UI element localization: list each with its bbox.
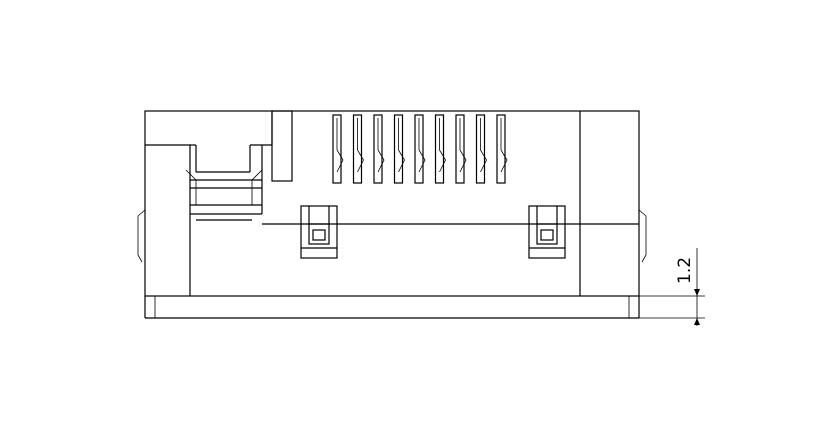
pin-slot: [393, 114, 405, 184]
side-pins: [137, 209, 647, 263]
pin-slots: [332, 114, 508, 184]
left-port: [145, 110, 293, 296]
pin-slot: [352, 114, 364, 184]
latches: [300, 205, 566, 259]
dimension-annotation: 1.2: [639, 248, 705, 326]
pin-slot: [496, 114, 508, 184]
pin-slot: [434, 114, 446, 184]
pin-slot: [373, 114, 385, 184]
dimension-label: 1.2: [675, 257, 695, 284]
latch: [300, 205, 338, 259]
latch: [528, 205, 566, 259]
pin-slot: [475, 114, 487, 184]
pin-slot: [332, 114, 344, 184]
pin-slot: [414, 114, 426, 184]
connector-body: [144, 110, 640, 319]
pin-slot: [455, 114, 467, 184]
